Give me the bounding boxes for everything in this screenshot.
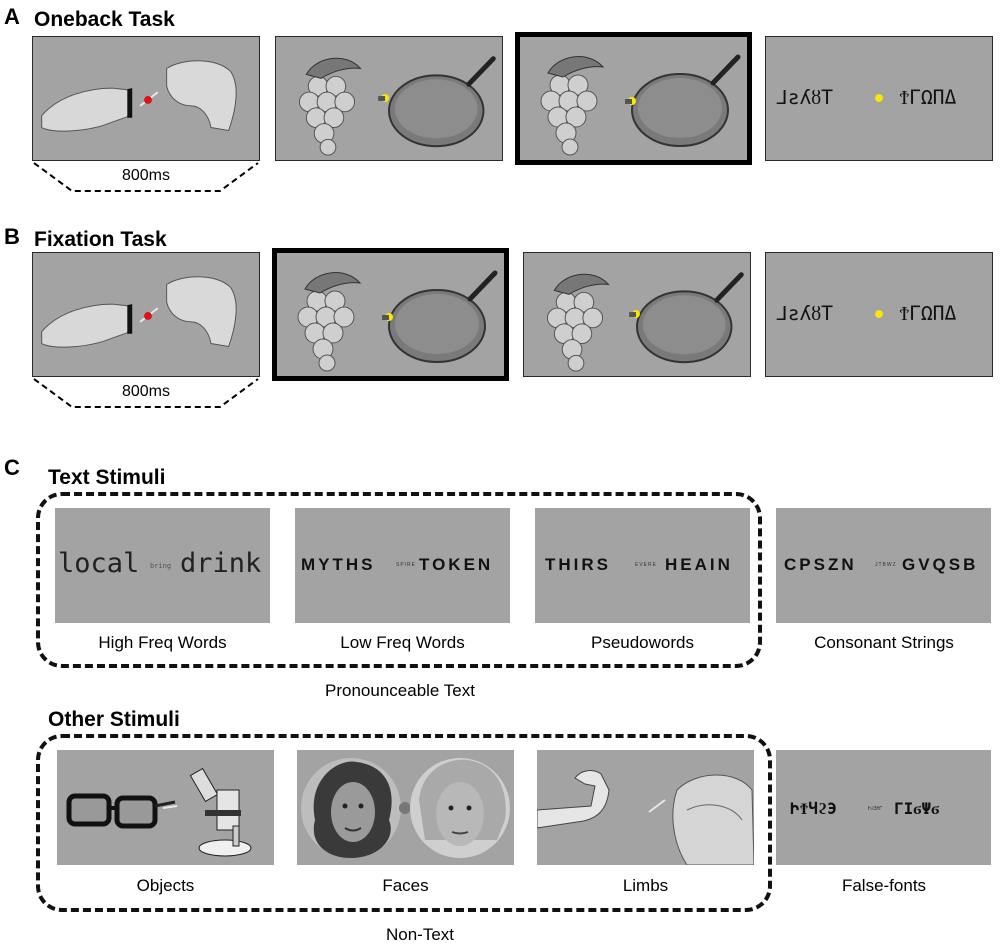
caption-false-fonts: False-fonts	[841, 876, 927, 895]
word-middle: EVERE	[635, 562, 657, 568]
false-font-string: ԻϮЧϩЭ ԻϨЗϮΓ ΓΙϭΨϭ	[790, 799, 939, 818]
stimulus-faces	[297, 750, 514, 865]
word-middle: bring	[150, 562, 172, 570]
false-font-string: ⅃ƨʎȣT ϮΓΩΠΔ	[777, 302, 957, 325]
word-left: local	[58, 548, 140, 579]
word-right: TOKEN	[419, 555, 494, 574]
caption-objects: Objects	[136, 876, 195, 895]
face-icon	[410, 758, 510, 858]
word-right: drink	[180, 548, 262, 579]
fixation-frame-1	[32, 252, 260, 377]
svg-text:ΓΙϭΨϭ: ΓΙϭΨϭ	[894, 799, 939, 818]
hand-icon	[41, 60, 237, 132]
caption-faces: Faces	[382, 876, 429, 895]
panel-b-title: Fixation Task	[34, 228, 167, 251]
stimulus-limbs	[537, 750, 754, 865]
svg-text:⅃ƨʎȣT: ⅃ƨʎȣT	[777, 86, 833, 109]
svg-text:⅃ƨʎȣT: ⅃ƨʎȣT	[777, 302, 833, 325]
word-right: HEAIN	[665, 555, 733, 574]
fixation-frame-4: ⅃ƨʎȣT ϮΓΩΠΔ	[765, 252, 993, 377]
stimulus-high-freq-words: local bring drink	[55, 508, 270, 623]
grapes-icon	[297, 270, 498, 372]
pronounceable-text-label: Pronounceable Text	[325, 681, 475, 700]
pronounceable-text-group	[36, 492, 762, 668]
panel-letter-c: C	[4, 455, 20, 480]
grapes-icon	[298, 56, 496, 156]
grapes-icon	[546, 272, 744, 372]
fixation-dot	[144, 96, 152, 104]
stimulus-pseudowords: THIRS EVERE HEAIN	[535, 508, 750, 623]
word-middle: JTBWZ	[875, 562, 897, 568]
glasses-icon	[66, 793, 176, 829]
duration-bracket	[33, 162, 259, 192]
panel-a-title: Oneback Task	[34, 8, 175, 31]
false-font-string: ⅃ƨʎȣT ϮΓΩΠΔ	[777, 86, 957, 109]
stimulus-false-fonts: ԻϮЧϩЭ ԻϨЗϮΓ ΓΙϭΨϭ	[776, 750, 991, 865]
text-stimuli-title: Text Stimuli	[48, 466, 166, 489]
non-text-label: Non-Text	[385, 925, 455, 944]
oneback-frame-4: ⅃ƨʎȣT ϮΓΩΠΔ	[765, 36, 993, 161]
svg-text:ϮΓΩΠΔ: ϮΓΩΠΔ	[900, 302, 957, 325]
caption-limbs: Limbs	[622, 876, 669, 895]
fixation-frame-3	[523, 252, 751, 377]
grapes-icon	[540, 54, 741, 156]
stimulus-consonant-strings: CPSZN JTBWZ GVQSB	[776, 508, 991, 623]
non-text-group	[36, 734, 772, 912]
other-stimuli-title: Other Stimuli	[48, 708, 180, 731]
caption-low-freq-words: Low Freq Words	[340, 633, 465, 652]
panel-letter-a: A	[4, 4, 20, 29]
word-middle: SPIRE	[396, 562, 417, 568]
svg-text:ԻϨЗϮΓ: ԻϨЗϮΓ	[868, 806, 882, 812]
svg-text:ԻϮЧϩЭ: ԻϮЧϩЭ	[790, 799, 837, 818]
baby-hand-icon	[672, 774, 754, 865]
caption-consonant-strings: Consonant Strings	[814, 633, 954, 652]
microscope-icon	[189, 767, 252, 857]
caption-pseudowords: Pseudowords	[590, 633, 694, 652]
svg-text:ϮΓΩΠΔ: ϮΓΩΠΔ	[900, 86, 957, 109]
word-left: MYTHS	[301, 555, 376, 574]
oneback-frame-3-highlighted	[515, 32, 752, 165]
duration-label-b: 800ms	[121, 383, 171, 400]
duration-label-a: 800ms	[121, 167, 171, 184]
word-right: GVQSB	[902, 555, 979, 574]
stimulus-low-freq-words: MYTHS SPIRE TOKEN	[295, 508, 510, 623]
word-left: THIRS	[545, 555, 611, 574]
duration-bracket	[33, 378, 259, 408]
fixation-frame-2-highlighted	[272, 248, 509, 381]
arm-icon	[537, 770, 610, 829]
caption-high-freq-words: High Freq Words	[98, 633, 227, 652]
oneback-frame-1	[32, 36, 260, 161]
stimulus-objects	[57, 750, 274, 865]
oneback-frame-2	[275, 36, 503, 161]
word-left: CPSZN	[784, 555, 857, 574]
face-icon	[301, 758, 401, 858]
hand-icon	[41, 276, 237, 348]
panel-letter-b: B	[4, 224, 20, 249]
